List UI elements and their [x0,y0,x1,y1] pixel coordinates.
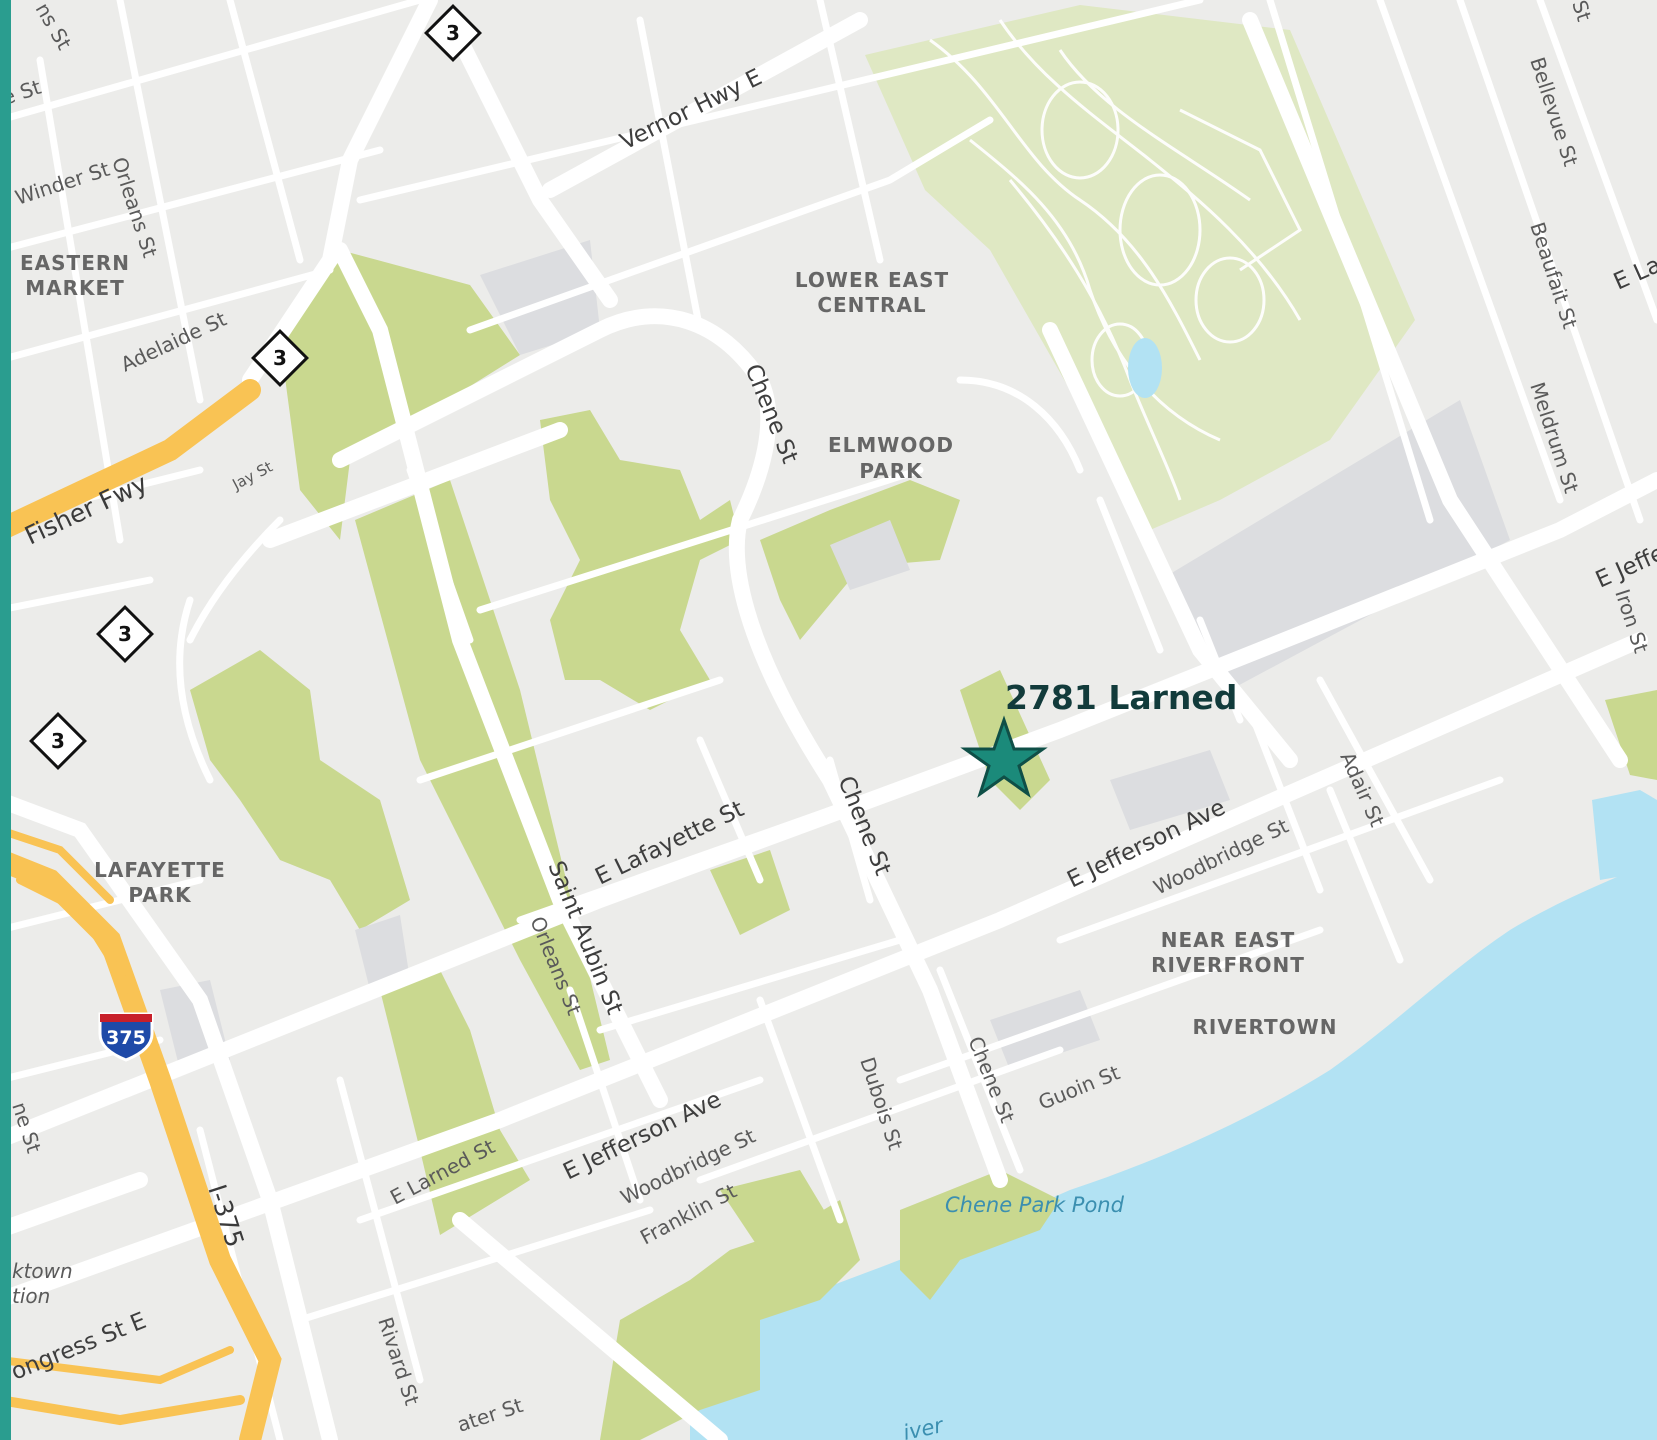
svg-text:3: 3 [118,622,132,646]
svg-text:3: 3 [446,21,460,45]
hood-eastern-market-1: EASTERN [20,251,130,275]
neighborhood-labels: EASTERN MARKET LOWER EAST CENTRAL ELMWOO… [12,251,1338,1308]
water-label-chene-park-pond: Chene Park Pond [945,1193,1125,1217]
shield-m3-icon: 3 [29,712,87,770]
marker-label: 2781 Larned [1005,678,1237,717]
hood-near-east-riverfront-1: NEAR EAST [1161,928,1295,952]
svg-text:3: 3 [273,346,287,370]
left-accent-bar [0,0,11,1440]
hood-lower-east-central-2: CENTRAL [817,293,926,317]
hood-lower-east-central-1: LOWER EAST [795,268,949,292]
shield-m3-icon: 3 [251,329,309,387]
parks [190,250,1657,1440]
shield-i375-icon: 375 [98,1012,154,1062]
hood-eastern-market-2: MARKET [25,276,125,300]
hood-lafayette-park-2: PARK [128,883,192,907]
star-marker-icon[interactable] [960,715,1048,798]
hood-elmwood-park-1: ELMWOOD [828,433,954,457]
shield-m3-icon: 3 [96,605,154,663]
hood-lafayette-park-1: LAFAYETTE [94,858,226,882]
hood-rivertown: RIVERTOWN [1193,1015,1338,1039]
route-shields: 3 3 3 3 375 [29,4,482,1062]
hood-elmwood-park-2: PARK [859,459,923,483]
hood-ktown-2: tion [12,1284,50,1308]
svg-text:3: 3 [51,729,65,753]
hood-near-east-riverfront-2: RIVERFRONT [1151,953,1305,977]
elmwood-cemetery [865,5,1415,530]
hood-ktown-1: ktown [12,1259,73,1283]
shield-m3-icon: 3 [424,4,482,62]
river-inlet [1592,790,1657,880]
cemetery-pond [1128,338,1162,398]
location-marker[interactable]: 2781 Larned [960,678,1237,798]
svg-text:375: 375 [106,1027,146,1049]
freeways [0,379,282,1440]
